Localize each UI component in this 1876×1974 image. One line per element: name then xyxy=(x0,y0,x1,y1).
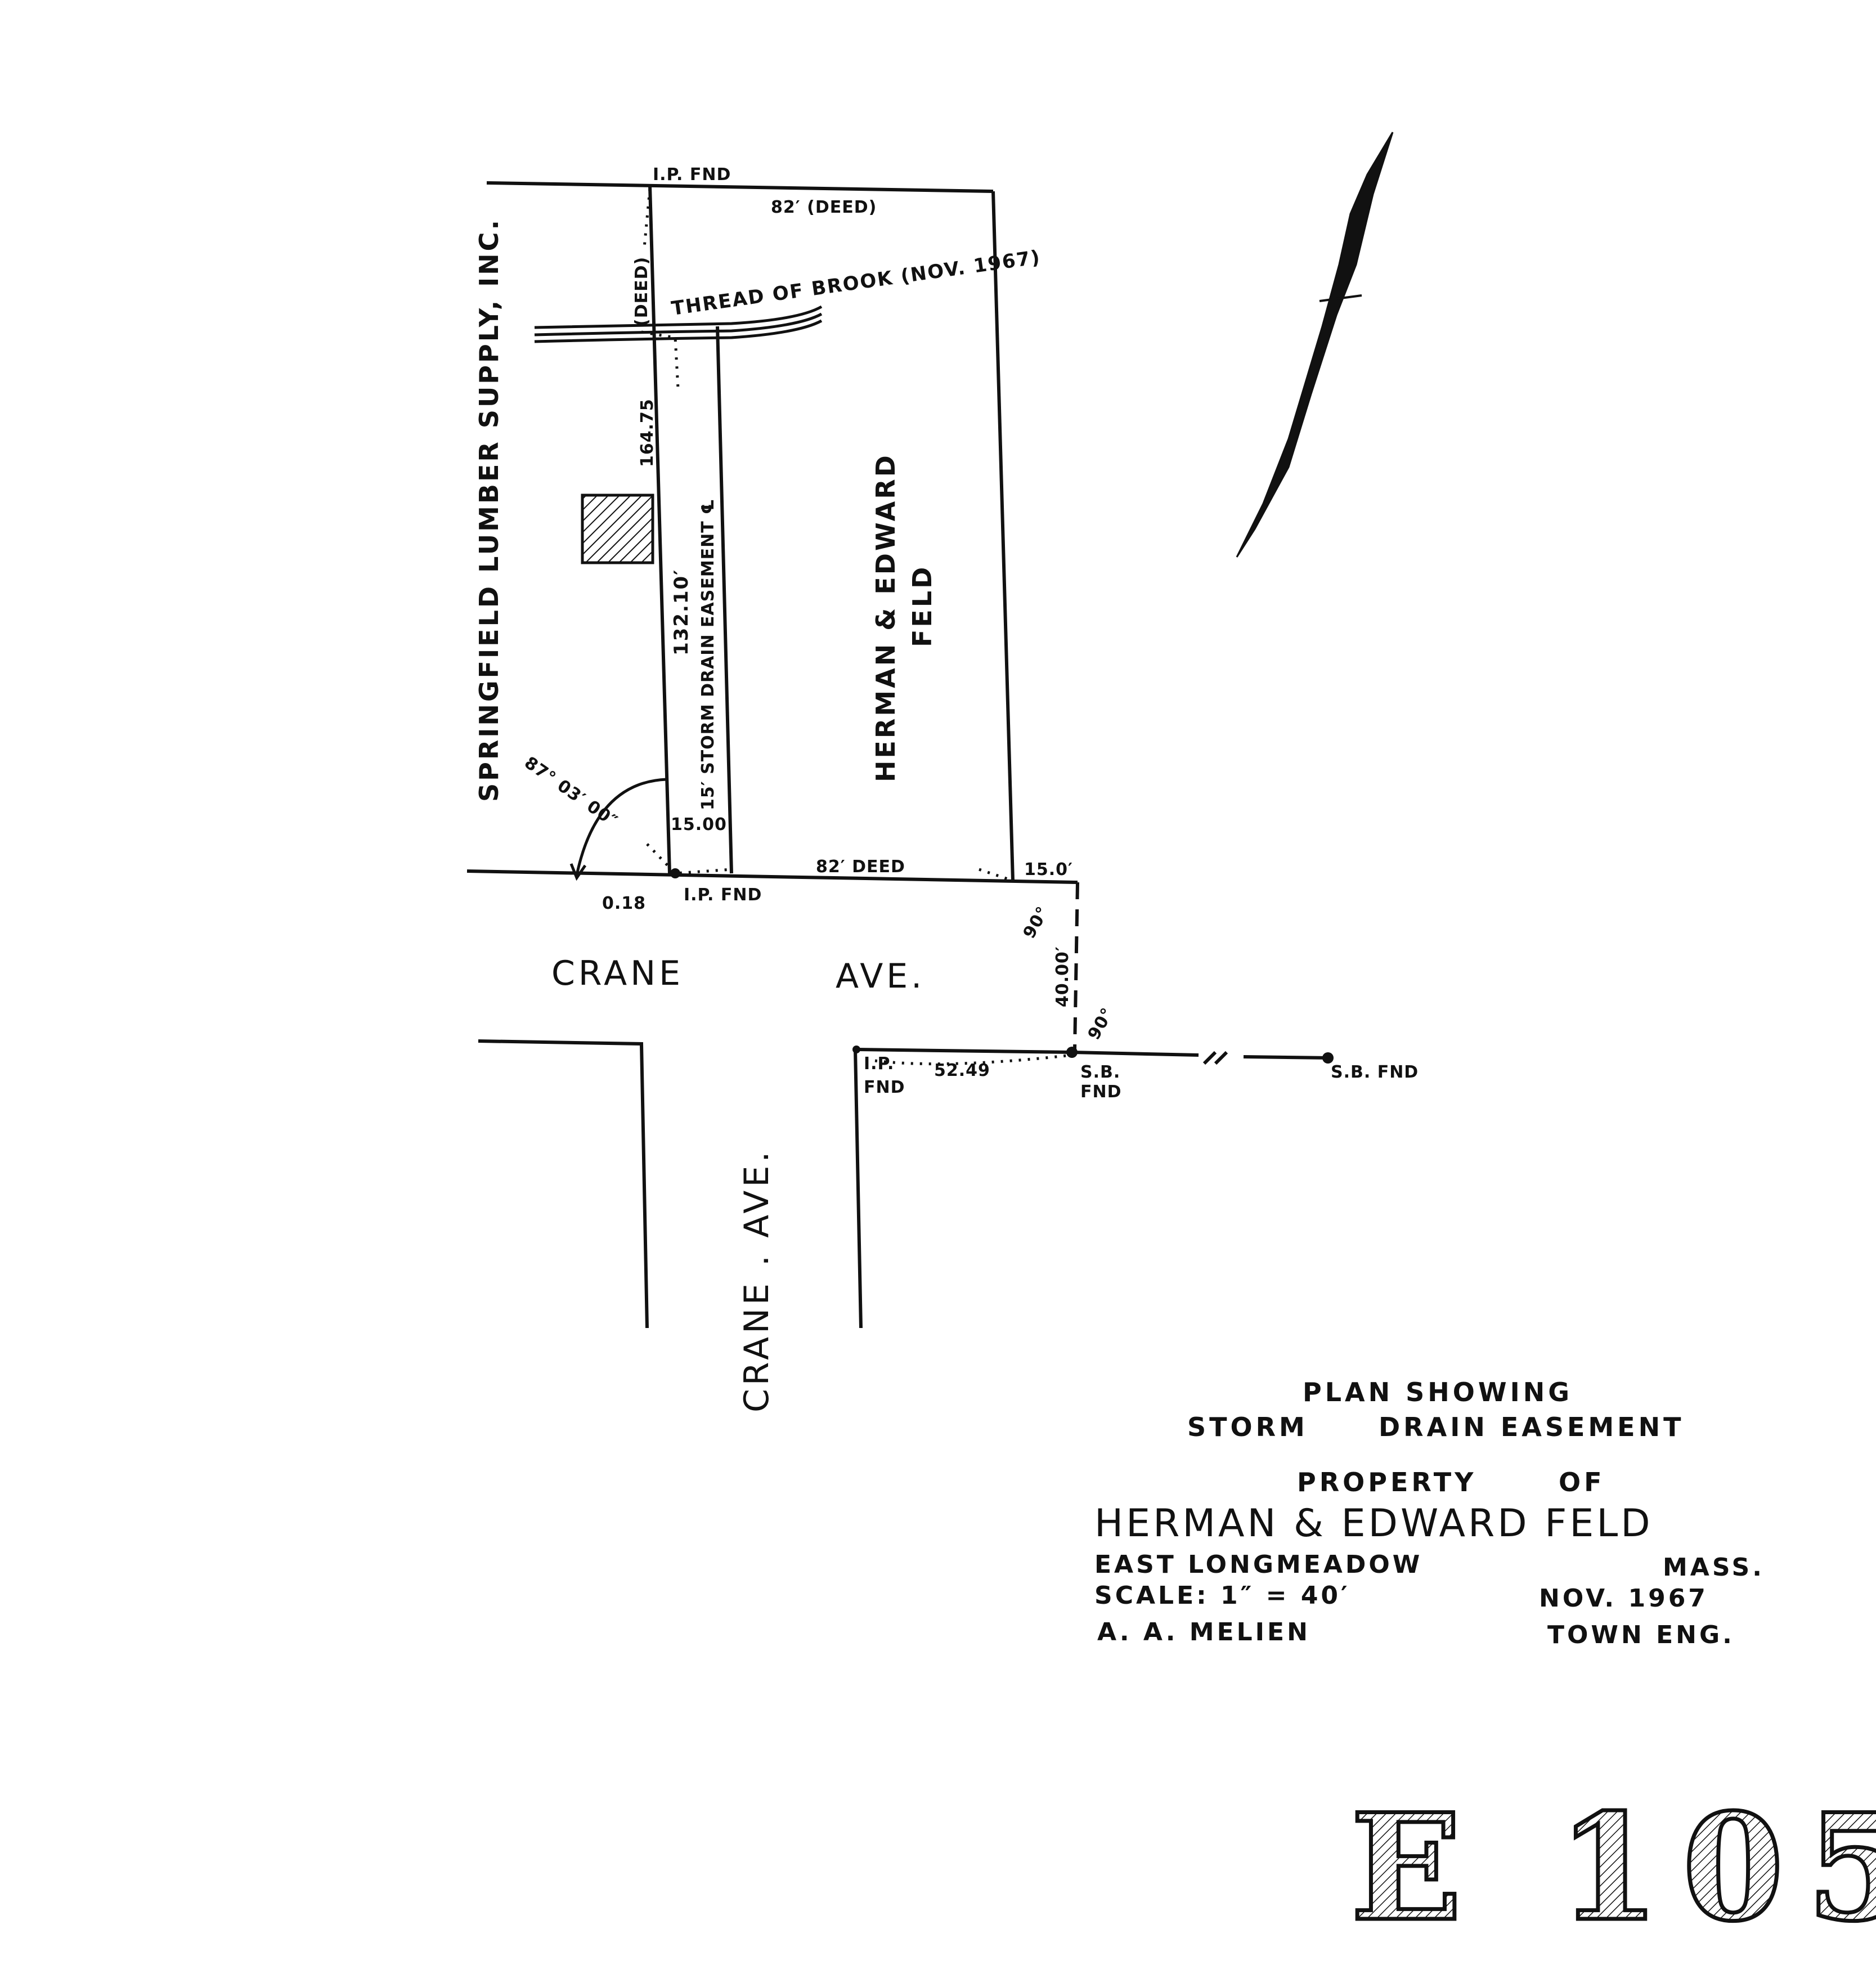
north-arrow-icon xyxy=(1236,132,1394,558)
angle-90-a-label: 90° xyxy=(1020,903,1053,942)
ip-fnd-top-label: I.P. FND xyxy=(653,165,731,185)
left-boundary xyxy=(648,185,671,874)
deed-bottom-label: 82′ DEED xyxy=(816,857,905,877)
bottom-boundary xyxy=(466,869,1078,884)
dashed-offset xyxy=(1073,882,1079,1050)
feld-owner-line2: FELD xyxy=(907,565,937,647)
title-engineer: A. A. MELIEN xyxy=(1097,1618,1310,1647)
angle-arc xyxy=(575,778,667,876)
neighbor-owner-label: SPRINGFIELD LUMBER SUPPLY, INC. xyxy=(474,218,504,802)
title-line3-b: OF xyxy=(1559,1467,1605,1497)
sheet-number: E 105 xyxy=(1350,1782,1876,1954)
title-town: EAST LONGMEADOW xyxy=(1094,1550,1422,1579)
building-footprint xyxy=(581,493,654,564)
angle-label: 87° 03′ 00″ xyxy=(520,753,621,832)
title-line2-b: DRAIN EASEMENT xyxy=(1379,1412,1684,1442)
street-crane-h-2: AVE. xyxy=(836,957,925,996)
dim-164-label: 164.75 xyxy=(638,398,657,467)
title-line3-a: PROPERTY xyxy=(1297,1467,1476,1497)
survey-points xyxy=(670,868,1334,1064)
brook-label: THREAD OF BROOK (NOV. 1967) xyxy=(670,246,1042,320)
title-engineer-title: TOWN ENG. xyxy=(1547,1621,1735,1649)
deed-side-label: (DEED) xyxy=(632,257,652,326)
feld-owner-line1: HERMAN & EDWARD xyxy=(870,453,901,782)
title-owner: HERMAN & EDWARD FELD xyxy=(1094,1501,1653,1546)
sb-fnd-label: FND xyxy=(1080,1082,1122,1102)
title-date: NOV. 1967 xyxy=(1539,1584,1708,1613)
deed-top-label: 82′ (DEED) xyxy=(771,198,877,217)
brook xyxy=(534,305,823,343)
offset-label: 0.18 xyxy=(602,894,646,913)
dim-15-label: 15.00 xyxy=(671,815,727,835)
sb-fnd-right-label: S.B. FND xyxy=(1331,1062,1419,1082)
ip-fnd-label: FND xyxy=(864,1078,905,1097)
dim-132-label: 132.10′ xyxy=(670,569,693,656)
ip-fnd-bottom-label: I.P. FND xyxy=(684,885,762,905)
title-line2-a: STORM xyxy=(1187,1412,1308,1442)
street-crane-v: CRANE . AVE. xyxy=(737,1148,777,1412)
street-lines xyxy=(478,1039,1331,1329)
dotted-ties xyxy=(641,188,1072,1066)
dim-40-label: 40.00′ xyxy=(1053,946,1072,1007)
title-scale: SCALE: 1″ = 40′ xyxy=(1094,1581,1350,1610)
title-line1: PLAN SHOWING xyxy=(1303,1377,1573,1407)
right-boundary xyxy=(991,191,1015,881)
dim-52-label: 52.49 xyxy=(934,1061,990,1080)
dim-15-right-label: 15.0′ xyxy=(1024,860,1073,880)
top-boundary xyxy=(486,181,994,193)
easement-line xyxy=(716,326,733,874)
title-block: PLAN SHOWING STORM DRAIN EASEMENT PROPER… xyxy=(1094,1377,1765,1649)
ip-label: I.P. xyxy=(864,1054,894,1074)
sb-label: S.B. xyxy=(1080,1062,1120,1082)
street-crane-h-1: CRANE xyxy=(551,954,684,993)
property-lines xyxy=(466,181,1078,884)
angle-90-b-label: 90° xyxy=(1084,1004,1118,1043)
title-state: MASS. xyxy=(1663,1553,1765,1582)
easement-label: 15′ STORM DRAIN EASEMENT ℄ xyxy=(698,499,718,810)
